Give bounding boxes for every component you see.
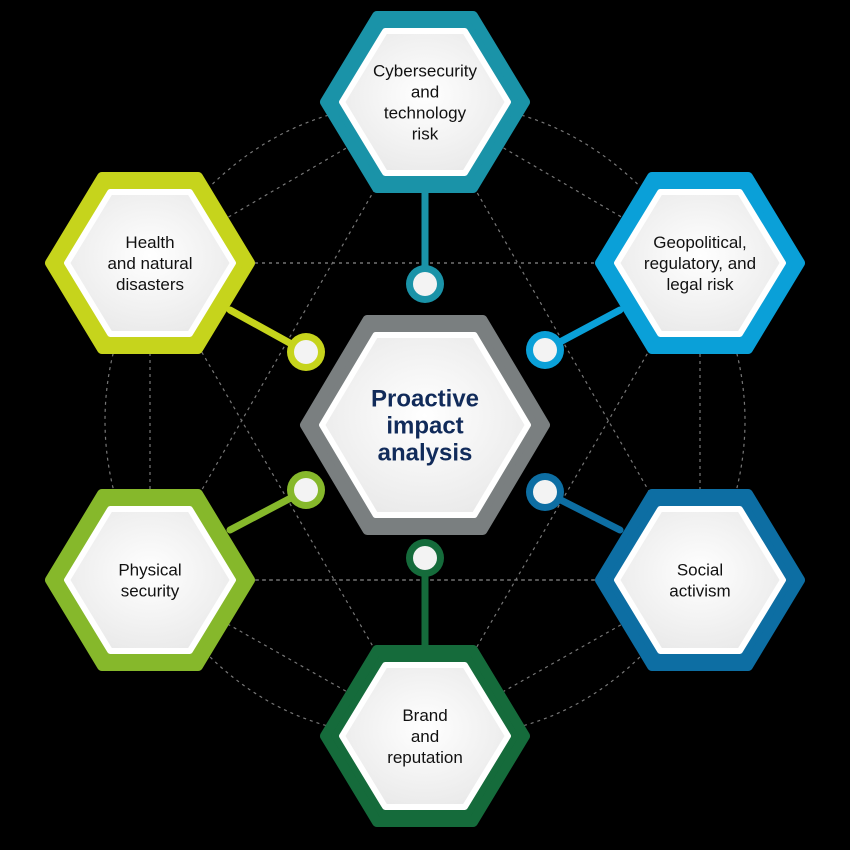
connector-node-inner	[413, 546, 437, 570]
hex-health-natural-disasters-label-line: and natural	[107, 254, 192, 273]
connector-node-inner	[413, 272, 437, 296]
hex-center-label-line: Proactive	[371, 385, 479, 412]
connector-node-inner	[294, 340, 318, 364]
connector-node-inner	[533, 338, 557, 362]
hex-cybersecurity-fill	[339, 28, 511, 176]
hex-brand-reputation-fill	[339, 662, 511, 810]
hex-center-label-line: analysis	[378, 439, 473, 466]
hex-social-activism: Social activism	[595, 489, 805, 671]
hex-brand-reputation-label-line: Brand	[402, 706, 447, 725]
hex-health-natural-disasters-label-line: disasters	[116, 275, 184, 294]
hex-cybersecurity: Cybersecurity and technology risk	[320, 11, 530, 193]
hex-social-activism-fill	[614, 506, 786, 654]
hex-health-natural-disasters-fill	[64, 189, 236, 337]
hex-geopolitical-label-line: regulatory, and	[644, 254, 756, 273]
hex-geopolitical-label-line: Geopolitical,	[653, 233, 747, 252]
hex-brand-reputation-label-line: and	[411, 727, 439, 746]
hex-health-natural-disasters: Health and natural disasters	[45, 172, 255, 354]
connector-node-inner	[533, 480, 557, 504]
hex-physical-security: Physical security	[45, 489, 255, 671]
hex-brand-reputation: Brand and reputation	[320, 645, 530, 827]
hex-geopolitical-label-line: legal risk	[666, 275, 734, 294]
hex-cybersecurity-label-line: and	[411, 82, 439, 101]
hex-geopolitical: Geopolitical, regulatory, and legal risk	[595, 172, 805, 354]
connector-node-inner	[294, 478, 318, 502]
hex-social-activism-label-line: activism	[669, 581, 730, 600]
hex-physical-security-fill	[64, 506, 236, 654]
hex-social-activism-label-line: Social	[677, 560, 723, 579]
hex-physical-security-label-line: Physical	[118, 560, 181, 579]
hex-geopolitical-fill	[614, 189, 786, 337]
hex-center-fill	[319, 332, 531, 518]
hex-cybersecurity-label-line: risk	[412, 124, 439, 143]
hex-cybersecurity-label-line: technology	[384, 103, 467, 122]
hex-center-label-line: impact	[386, 412, 463, 439]
hex-brand-reputation-label-line: reputation	[387, 748, 463, 767]
hex-health-natural-disasters-label-line: Health	[125, 233, 174, 252]
connectors	[226, 186, 624, 654]
hex-physical-security-label-line: security	[121, 581, 180, 600]
hex-cybersecurity-label-line: Cybersecurity	[373, 61, 477, 80]
hexagon-group: Cybersecurity and technology riskGeopolitic…	[45, 11, 805, 827]
